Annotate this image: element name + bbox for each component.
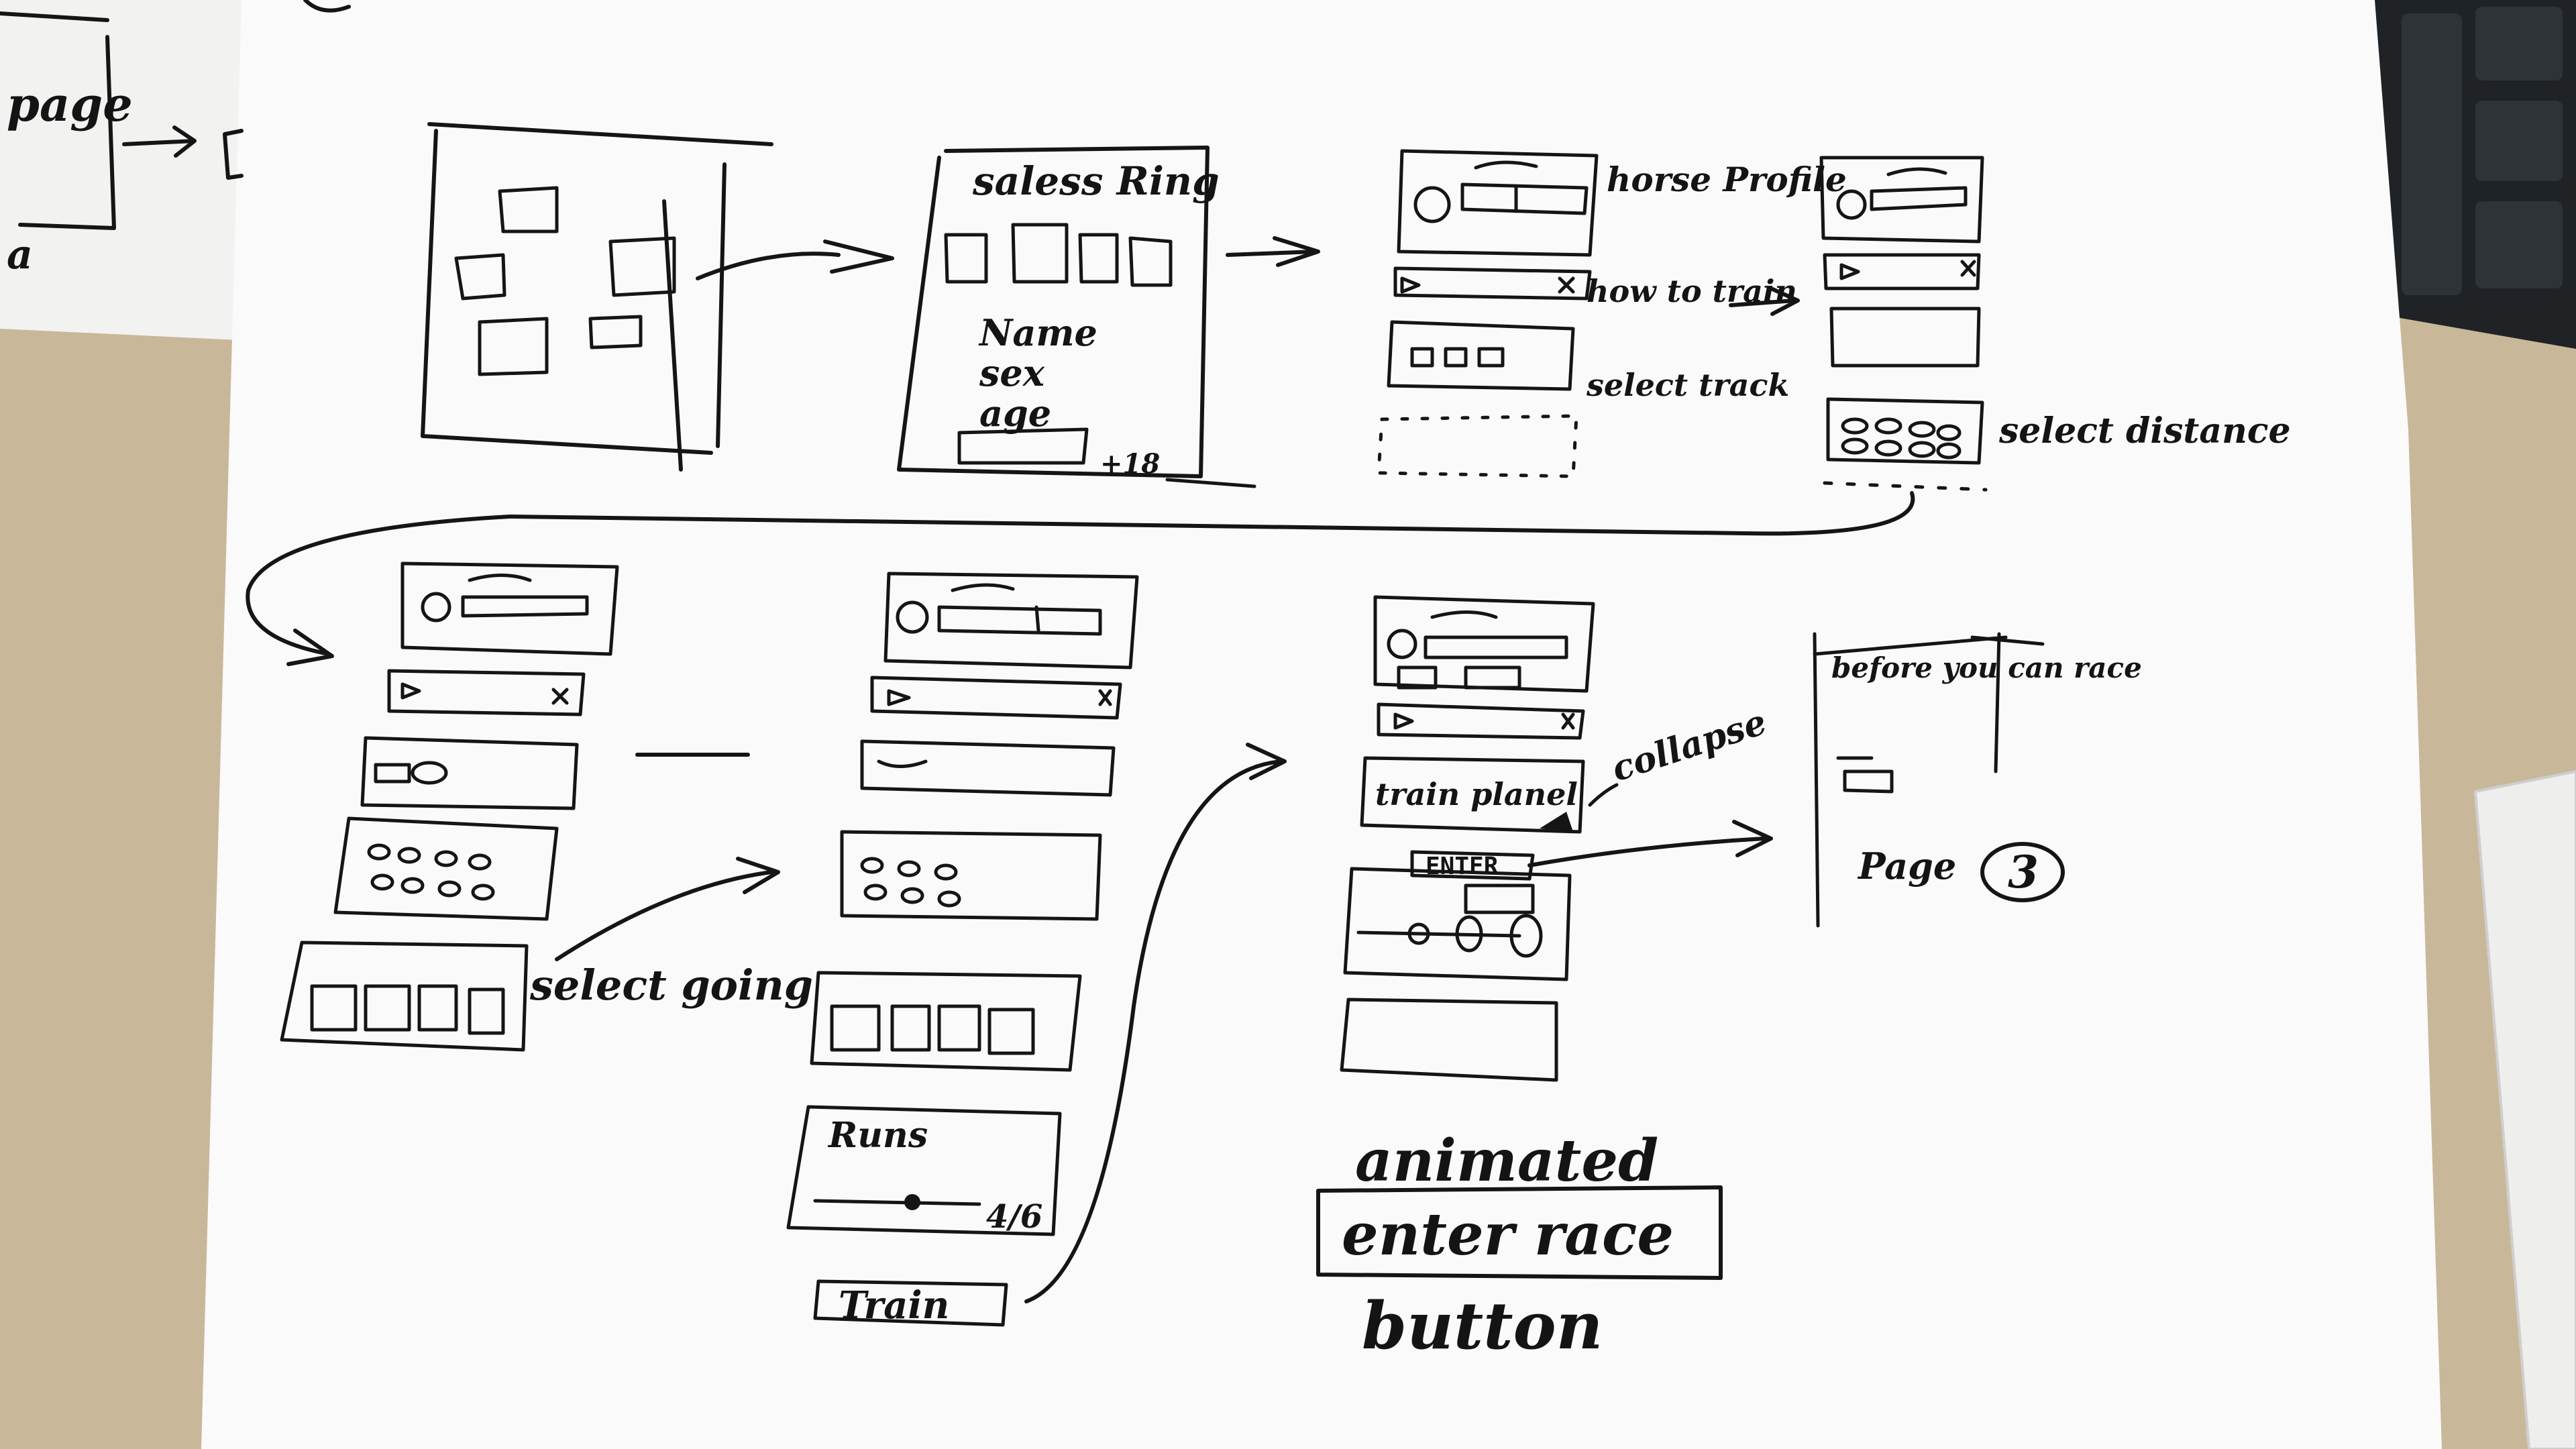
collapse-triangle bbox=[1540, 812, 1573, 832]
page-number-circle bbox=[1980, 842, 2065, 902]
horse-profile-label: horse Profile bbox=[1607, 160, 1847, 199]
age-hint: +18 bbox=[1100, 448, 1160, 480]
wireframe-screen-1 bbox=[421, 122, 894, 472]
wireframe-screen-2: saless Ring Name sex age +18 bbox=[897, 146, 1320, 488]
previous-sheet bbox=[0, 0, 282, 342]
select-distance-label: select distance bbox=[1998, 411, 2291, 451]
prev-sheet-sketch: page a bbox=[0, 0, 351, 278]
title-sketch-label: saless Ring bbox=[972, 158, 1220, 204]
form-field-age: age bbox=[979, 392, 1051, 435]
side-paper-stack bbox=[2473, 769, 2576, 1449]
before-you-can-race-label: before you can race bbox=[1831, 651, 2142, 684]
train-button-label: Train bbox=[839, 1283, 949, 1328]
enter-button-label: ENTER bbox=[1426, 853, 1499, 880]
wireframe-screen-5: select going bbox=[280, 561, 813, 1052]
page-label: Page bbox=[1857, 845, 1956, 888]
wireframe-screen-4: select distance bbox=[1819, 156, 2291, 492]
form-field-name: Name bbox=[978, 311, 1097, 354]
button-label: button bbox=[1362, 1288, 1603, 1364]
wireframe-screen-8: before you can race Page 3 bbox=[1813, 632, 2142, 928]
keyboard-keys bbox=[2402, 7, 2563, 295]
runs-label: Runs bbox=[827, 1115, 928, 1156]
page-number: 3 bbox=[2008, 846, 2039, 898]
animated-label: animated bbox=[1355, 1127, 1658, 1195]
wireframe-screen-3: horse Profile how to train select track bbox=[1377, 149, 1847, 478]
sketch-paper bbox=[201, 0, 2442, 1449]
animated-enter-race-note: animated enter race button bbox=[1316, 1127, 1723, 1364]
enter-race-label: enter race bbox=[1342, 1201, 1674, 1269]
flow-arrow-row-wrap bbox=[246, 491, 1915, 666]
select-track-label: select track bbox=[1586, 367, 1789, 403]
select-going-label: select going bbox=[529, 961, 813, 1010]
prev-a-label: a bbox=[7, 231, 33, 278]
prev-page-label: page bbox=[7, 76, 133, 132]
wireframe-screen-6: Runs 4/6 Train bbox=[786, 572, 1287, 1328]
runs-count: 4/6 bbox=[986, 1198, 1042, 1236]
runs-slider-knob bbox=[904, 1194, 920, 1210]
train-panel-label: train planel bbox=[1375, 776, 1578, 812]
form-field-sex: sex bbox=[979, 352, 1045, 394]
